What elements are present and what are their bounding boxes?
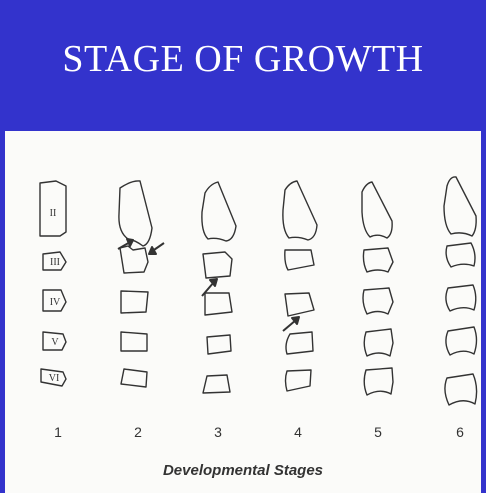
stage-4-arrow: [282, 316, 300, 332]
stage-1-odontoid: [39, 180, 67, 237]
diagram-panel: [0, 131, 486, 493]
stage-3-odontoid: [201, 181, 237, 242]
stage-1-c6-body: [40, 368, 67, 387]
left-border: [0, 131, 5, 493]
stage-2-odontoid: [118, 180, 153, 247]
stage-3-c5-body: [206, 334, 232, 355]
stage-6-odontoid: [443, 176, 477, 237]
stage-3-c6-body: [202, 374, 231, 394]
stage-5-c3-body: [362, 247, 394, 273]
stage-5-c4-body: [362, 287, 394, 315]
stage-6-column: [443, 176, 478, 406]
stage-2-c3-body: [119, 245, 149, 274]
stage-6-c3-body: [445, 242, 476, 268]
stage-1-label-v: V: [51, 337, 59, 348]
stage-6-c4-body: [445, 284, 477, 312]
stage-4-c3-body: [284, 249, 315, 271]
stage-number-3: 3: [214, 424, 222, 440]
stage-1-c5-body: [42, 331, 67, 351]
stage-6-c5-body: [445, 326, 478, 356]
stage-3-c4-body: [204, 292, 233, 316]
diagram-caption: Developmental Stages: [162, 462, 324, 479]
stage-number-2: 2: [134, 424, 142, 440]
stage-1-c4-body: [42, 289, 67, 312]
stage-1-label-iv: IV: [50, 297, 61, 308]
vertebral-growth-diagram: II III IV V VI: [39, 176, 478, 406]
stage-1-c3-body: [42, 251, 67, 271]
stage-number-6: 6: [456, 424, 464, 440]
stage-5-c5-body: [363, 328, 394, 357]
stage-4-c6-body: [284, 369, 312, 392]
stage-1-column: II III IV V VI: [39, 180, 67, 387]
stage-1-label-iii: III: [50, 257, 60, 268]
title-bar: [0, 0, 486, 131]
stage-3-c3-body: [202, 251, 233, 279]
stage-1-label-vi: VI: [49, 373, 60, 384]
stage-6-c6-body: [444, 373, 478, 406]
stage-5-odontoid: [361, 181, 393, 239]
stage-2-c6-body: [120, 368, 148, 388]
stage-3-arrow: [201, 278, 218, 297]
stage-2-column: [117, 180, 165, 388]
stage-2-c5-body: [120, 331, 148, 352]
stage-number-1: 1: [54, 424, 62, 440]
stage-4-c4-body: [284, 292, 315, 317]
stage-2-arrows: [117, 238, 165, 255]
right-border: [481, 131, 486, 493]
stage-2-c4-body: [120, 290, 149, 314]
stage-number-4: 4: [294, 424, 302, 440]
stage-4-c5-body: [285, 331, 314, 355]
stage-4-odontoid: [282, 180, 318, 241]
stage-3-column: [201, 181, 237, 394]
stage-5-column: [361, 181, 394, 396]
stage-5-c6-body: [363, 367, 394, 396]
stage-number-5: 5: [374, 424, 382, 440]
slide-title: STAGE OF GROWTH: [62, 38, 424, 80]
stage-4-column: [282, 180, 318, 392]
stage-1-label-ii: II: [50, 208, 57, 219]
